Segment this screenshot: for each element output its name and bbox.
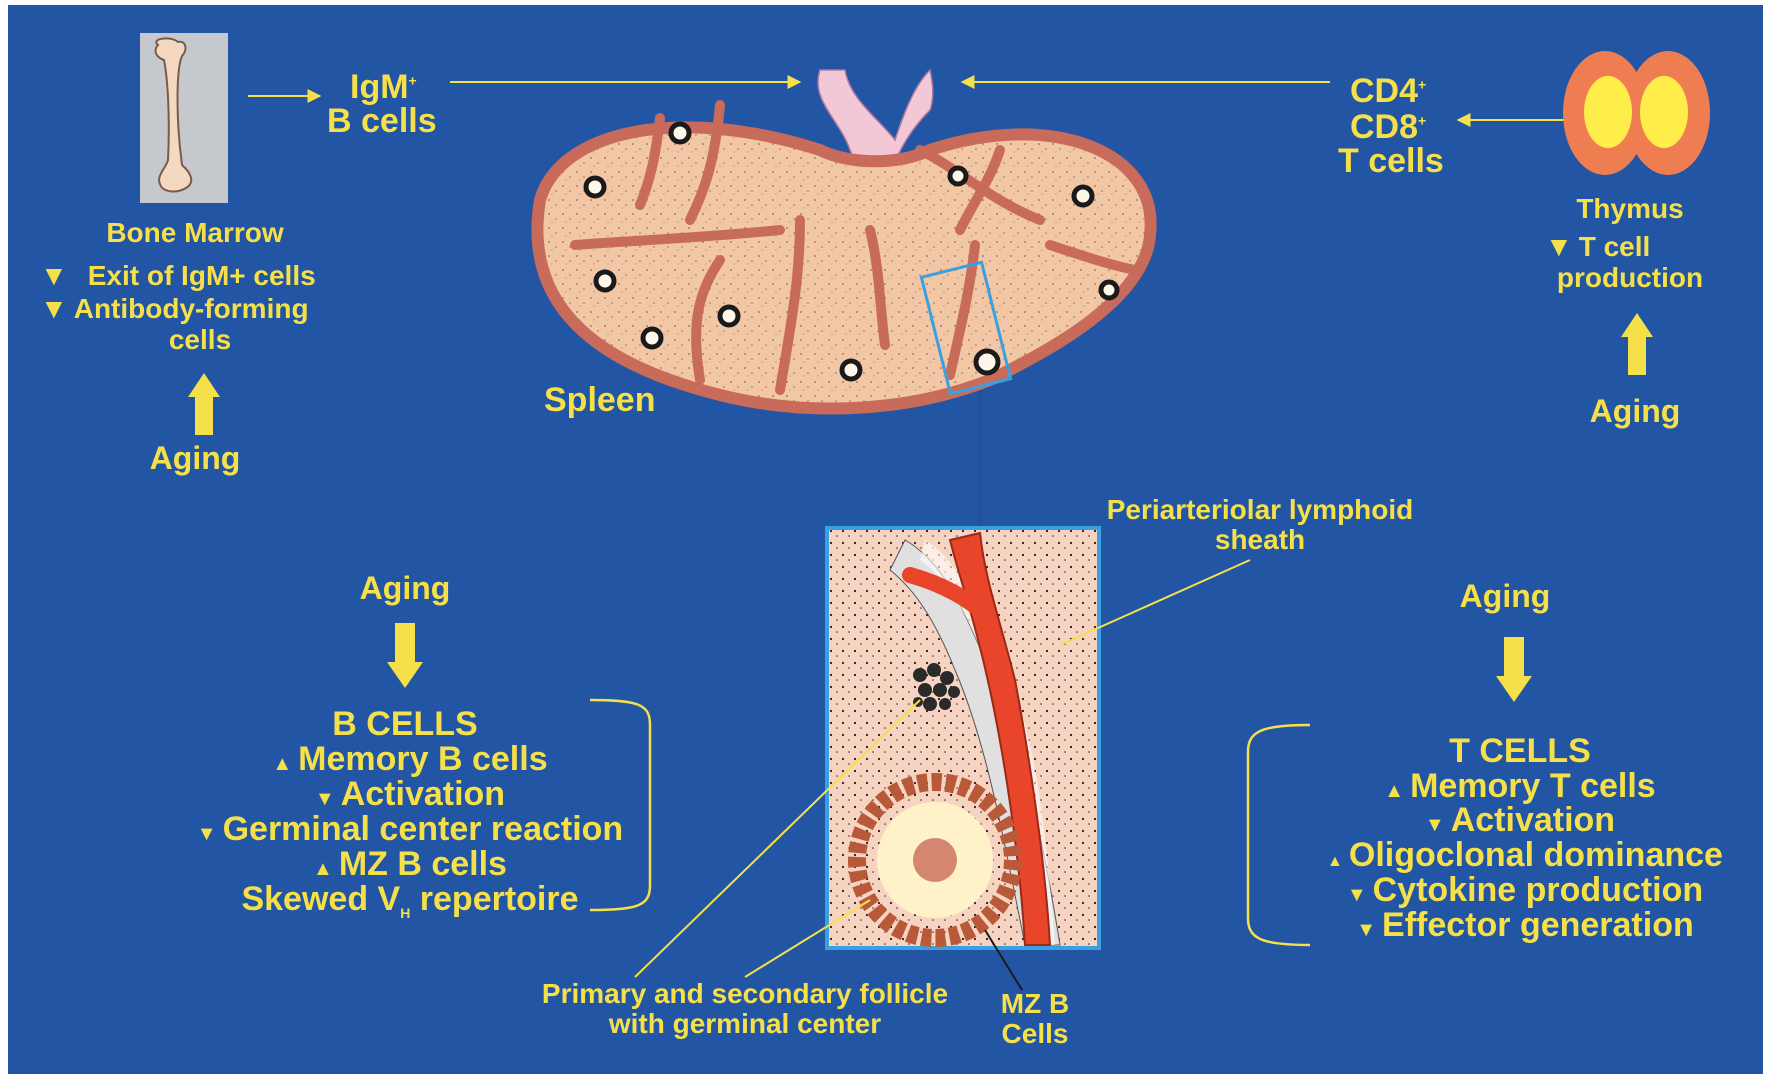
aging-up-arrow-right: [1621, 313, 1653, 375]
thymus-label: Thymus: [1555, 195, 1705, 223]
t-cells-item-cytokine: ▼Cytokine production: [1305, 873, 1745, 907]
aging-up-arrow-left: [188, 373, 220, 435]
follicle-label-line2: with germinal center: [500, 1010, 990, 1038]
igm-b-cells-label: IgM+: [350, 70, 417, 104]
b-cells-item-germinal-center: ▼Germinal center reaction: [140, 812, 680, 846]
thymus-effect-line2: production: [1540, 264, 1720, 292]
t-cells-title: T CELLS: [1420, 734, 1620, 768]
aging-label-b-cells: Aging: [330, 572, 480, 604]
follicle-label: Primary and secondary follicle: [500, 980, 990, 1008]
t-cells-item-activation: ▼Activation: [1330, 803, 1710, 837]
t-cells-item-effector: ▼Effector generation: [1305, 908, 1745, 942]
bone-marrow-effect-2-line2: cells: [160, 326, 240, 354]
b-cells-title: B CELLS: [300, 707, 510, 741]
b-cells-item-memory: ▲Memory B cells: [220, 742, 600, 776]
spleen-detail-image: [827, 528, 1099, 948]
thymus-image: [1563, 51, 1710, 175]
thymus-effect-line1: ▼T cell: [1545, 233, 1650, 261]
mz-b-cells-label-line2: Cells: [985, 1020, 1085, 1048]
pals-label-line2: sheath: [1080, 526, 1440, 554]
t-cells-bracket: [1248, 725, 1310, 945]
t-cells-item-oligoclonal: ▲Oligoclonal dominance: [1305, 838, 1745, 872]
aging-label-bone-marrow: Aging: [120, 442, 270, 474]
t-cells-item-memory: ▲Memory T cells: [1320, 769, 1720, 803]
mz-b-cells-label: MZ B: [985, 990, 1085, 1018]
b-cells-item-vh: Skewed VH repertoire: [180, 882, 640, 920]
bone-marrow-effect-2: ▼Antibody-forming: [40, 295, 309, 323]
bone-marrow-label: Bone Marrow: [70, 219, 320, 247]
igm-b-cells-label-line2: B cells: [327, 104, 437, 138]
spleen-label: Spleen: [544, 383, 655, 417]
aging-label-thymus: Aging: [1560, 395, 1710, 427]
bone-marrow-image: [140, 33, 228, 203]
pals-label: Periarteriolar lymphoid: [1080, 496, 1440, 524]
aging-label-t-cells: Aging: [1430, 580, 1580, 612]
b-cells-item-mz: ▲MZ B cells: [220, 847, 600, 881]
b-cells-item-activation: ▼Activation: [220, 777, 600, 811]
aging-down-arrow-t: [1496, 637, 1532, 702]
cd8-label: CD8+: [1350, 110, 1426, 144]
bone-marrow-effect-1: ▼Exit of IgM+ cells: [40, 262, 316, 290]
cd4-label: CD4+: [1350, 74, 1426, 108]
spleen-image: [537, 70, 1150, 409]
t-cells-source-label: T cells: [1338, 144, 1444, 178]
aging-down-arrow-b: [387, 623, 423, 688]
